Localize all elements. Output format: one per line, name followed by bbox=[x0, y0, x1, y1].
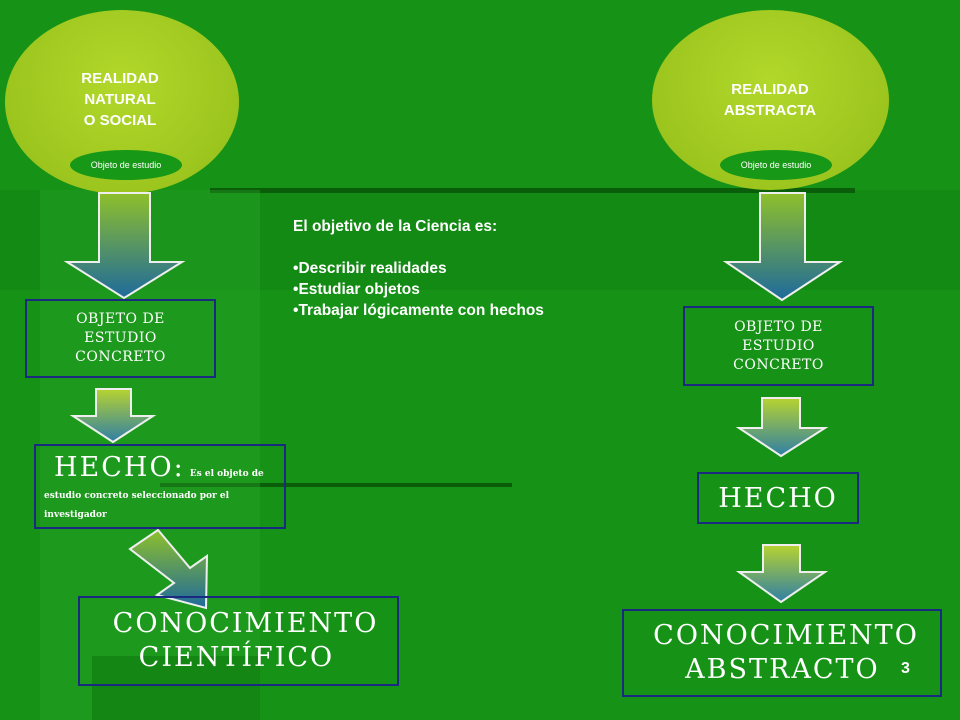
objective-list: Describir realidades Estudiar objetos Tr… bbox=[293, 258, 544, 321]
objeto-estudio-concreto-box-right: OBJETO DE ESTUDIO CONCRETO bbox=[683, 306, 874, 386]
ellipse-label-line: NATURAL bbox=[84, 91, 156, 108]
objective-bullet: Estudiar objetos bbox=[293, 279, 544, 300]
objective-text-block: El objetivo de la Ciencia es: Describir … bbox=[293, 216, 544, 321]
hecho-word: HECHO: bbox=[54, 452, 185, 483]
objeto-estudio-concreto-box-left: OBJETO DE ESTUDIO CONCRETO bbox=[25, 299, 216, 378]
objeto-estudio-pill-right: Objeto de estudio bbox=[720, 150, 832, 180]
conocimiento-abstracto-box: CONOCIMIENTO ABSTRACTO bbox=[622, 609, 942, 697]
result-line: CONOCIMIENTO bbox=[112, 608, 379, 639]
hecho-word: HECHO bbox=[718, 482, 838, 514]
ellipse-label-line: ABSTRACTA bbox=[723, 102, 817, 119]
ellipse-label-line: REALIDAD bbox=[81, 70, 159, 87]
realidad-natural-label: REALIDAD NATURAL O SOCIAL bbox=[40, 68, 200, 131]
result-line: ABSTRACTO bbox=[685, 654, 880, 685]
hecho-box-right: HECHO bbox=[697, 472, 859, 524]
down-arrow-icon bbox=[735, 397, 829, 458]
box-line: CONCRETO bbox=[75, 349, 166, 365]
down-arrow-icon bbox=[722, 192, 844, 302]
bg-band-dark-line-upper bbox=[210, 188, 855, 193]
objective-bullet: Describir realidades bbox=[293, 258, 544, 279]
objective-bullet: Trabajar lógicamente con hechos bbox=[293, 300, 544, 321]
pill-label: Objeto de estudio bbox=[90, 160, 162, 170]
ellipse-label-line: REALIDAD bbox=[731, 81, 809, 98]
realidad-abstracta-label: REALIDAD ABSTRACTA bbox=[690, 79, 850, 121]
bg-band-square-lower bbox=[92, 656, 260, 720]
conocimiento-cientifico-box: CONOCIMIENTO CIENTÍFICO bbox=[78, 596, 399, 686]
bg-band-dark-line-lower bbox=[160, 483, 512, 487]
result-line: CIENTÍFICO bbox=[138, 642, 335, 673]
result-line: CONOCIMIENTO bbox=[653, 620, 919, 651]
hecho-definition-box: HECHO: Es el objeto de estudio concreto … bbox=[34, 444, 286, 529]
objective-heading: El objetivo de la Ciencia es: bbox=[293, 218, 498, 235]
down-arrow-icon bbox=[63, 192, 186, 300]
box-line: ESTUDIO bbox=[84, 330, 157, 346]
objeto-estudio-pill-left: Objeto de estudio bbox=[70, 150, 182, 180]
hecho-description: Es el objeto de estudio concreto selecci… bbox=[44, 469, 264, 520]
slide-number: 3 bbox=[901, 660, 910, 677]
ellipse-label-line: O SOCIAL bbox=[83, 112, 157, 129]
box-line: OBJETO DE bbox=[734, 318, 823, 335]
box-line: ESTUDIO bbox=[742, 337, 815, 354]
box-line: OBJETO DE bbox=[76, 311, 165, 327]
pill-label: Objeto de estudio bbox=[740, 160, 812, 170]
down-arrow-icon bbox=[69, 388, 157, 444]
box-line: CONCRETO bbox=[733, 356, 824, 373]
down-arrow-icon bbox=[735, 544, 829, 604]
diagonal-arrow-icon bbox=[128, 528, 209, 610]
